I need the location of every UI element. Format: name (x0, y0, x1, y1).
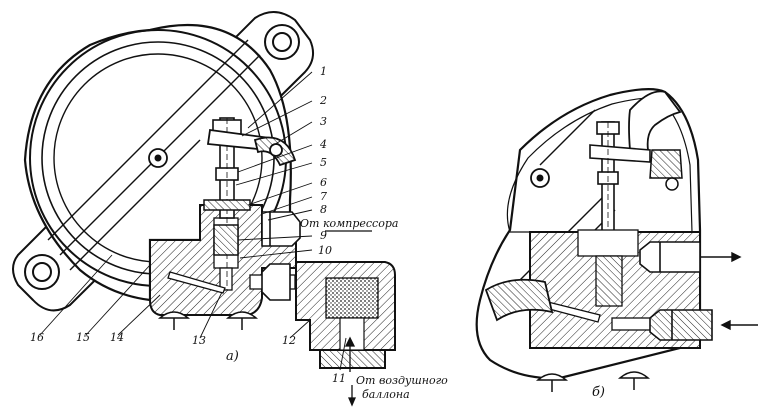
center-pivot (148, 148, 168, 168)
callout-14: 14 (110, 331, 124, 344)
callout-1: 1 (320, 65, 327, 78)
tube-top-right (628, 90, 682, 151)
bottom-screws-right (535, 371, 651, 392)
bottom-screws (157, 311, 259, 330)
tank-inlet-label-line2: баллона (362, 388, 410, 401)
tube-fitting-top (649, 149, 683, 179)
flow-arrows-right (700, 251, 758, 331)
callout-12: 12 (282, 334, 296, 347)
pivot-right (530, 168, 550, 188)
tank-inlet-label-line1: От воздушного (356, 374, 448, 387)
lever-arm (206, 128, 297, 167)
callout-9: 9 (320, 229, 327, 242)
flow-arrows-left (325, 230, 372, 407)
callout-2: 2 (319, 94, 327, 107)
callout-3: 3 (320, 115, 327, 128)
diaphragm (203, 199, 251, 256)
tube-bottom-left (484, 278, 554, 322)
left-view-caption: a) (226, 349, 239, 364)
filter-housing (295, 261, 396, 369)
callout-8: 8 (320, 203, 327, 216)
outlet-fitting (261, 263, 291, 301)
callout-6: 6 (320, 176, 327, 189)
callout-leaders-bottom (39, 254, 347, 371)
callout-4: 4 (319, 138, 327, 151)
filter-element (325, 277, 379, 319)
callout-10: 10 (318, 244, 332, 257)
callout-5: 5 (320, 156, 327, 169)
outlet-fitting-right (639, 241, 701, 273)
fitting-screw-top (665, 177, 679, 191)
callout-15: 15 (76, 331, 90, 344)
callout-11: 11 (332, 372, 346, 385)
callout-7: 7 (320, 190, 327, 203)
right-view (475, 88, 758, 392)
right-view-caption: б) (592, 385, 605, 400)
callout-16: 16 (30, 331, 44, 344)
inlet-fitting-right (649, 309, 713, 341)
internal-passages-right (537, 229, 663, 331)
callout-13: 13 (192, 334, 206, 347)
compressor-inlet-label: От компрессора (300, 217, 398, 230)
callout-leaders-right (235, 71, 313, 259)
left-view (12, 11, 396, 407)
callout-numbers: 1 2 3 4 5 6 7 8 9 10 11 12 13 14 15 16 (30, 65, 346, 385)
